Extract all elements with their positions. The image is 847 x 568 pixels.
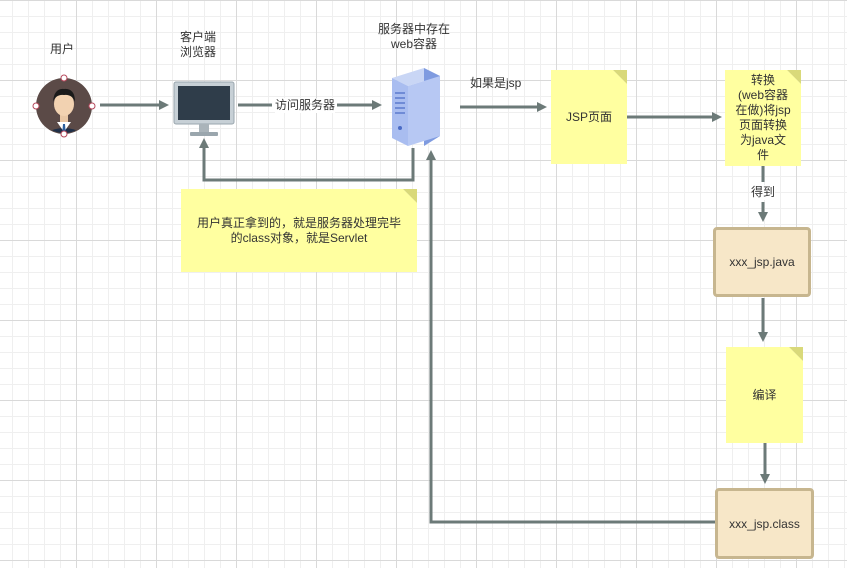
- note-user-line1: 用户真正拿到的，就是服务器处理完毕: [196, 215, 401, 230]
- box-class-file[interactable]: xxx_jsp.class: [715, 488, 814, 559]
- note-fold: [787, 70, 801, 84]
- note-jsp-page[interactable]: JSP页面: [551, 70, 627, 164]
- note-fold: [403, 189, 417, 203]
- client-label-line2: 浏览器: [180, 45, 217, 59]
- note-convert[interactable]: 转换 (web容器 在做)将jsp 页面转换 为java文 件: [725, 70, 801, 166]
- user-avatar-icon[interactable]: [24, 66, 104, 146]
- note-user-line2: 的class对象，就是Servlet: [230, 230, 368, 245]
- note-compile[interactable]: 编译: [726, 347, 803, 443]
- monitor-icon[interactable]: [172, 80, 236, 138]
- note-convert-line: 转换: [750, 73, 775, 87]
- note-convert-line: 件: [756, 148, 769, 162]
- server-label-line2: web容器: [391, 37, 438, 51]
- client-label: 客户端 浏览器: [180, 30, 216, 60]
- box-class-file-text: xxx_jsp.class: [729, 516, 800, 531]
- note-jsp-page-text: JSP页面: [565, 109, 612, 124]
- note-convert-line: 为java文: [739, 133, 786, 147]
- edge-label-visit-server: 访问服务器: [275, 98, 336, 113]
- server-icon[interactable]: [384, 64, 444, 148]
- note-convert-line: 页面转换: [738, 118, 787, 132]
- note-convert-line: 在做)将jsp: [735, 103, 791, 117]
- note-compile-text: 编译: [752, 387, 777, 402]
- server-label: 服务器中存在 web容器: [378, 22, 450, 52]
- edge-label-obtain: 得到: [751, 185, 776, 200]
- server-label-line1: 服务器中存在: [378, 22, 451, 36]
- box-java-file-text: xxx_jsp.java: [729, 255, 795, 269]
- box-java-file[interactable]: xxx_jsp.java: [713, 227, 811, 297]
- client-label-line1: 客户端: [180, 30, 217, 44]
- note-fold: [613, 70, 627, 84]
- user-label: 用户: [50, 42, 75, 56]
- note-convert-line: (web容器: [737, 88, 788, 102]
- note-fold: [789, 347, 803, 361]
- note-user-receives[interactable]: 用户真正拿到的，就是服务器处理完毕 的class对象，就是Servlet: [181, 189, 417, 272]
- edge-label-if-jsp: 如果是jsp: [470, 76, 522, 90]
- edge-server-to-browser: [199, 138, 415, 182]
- edge-class-to-server: [426, 150, 715, 524]
